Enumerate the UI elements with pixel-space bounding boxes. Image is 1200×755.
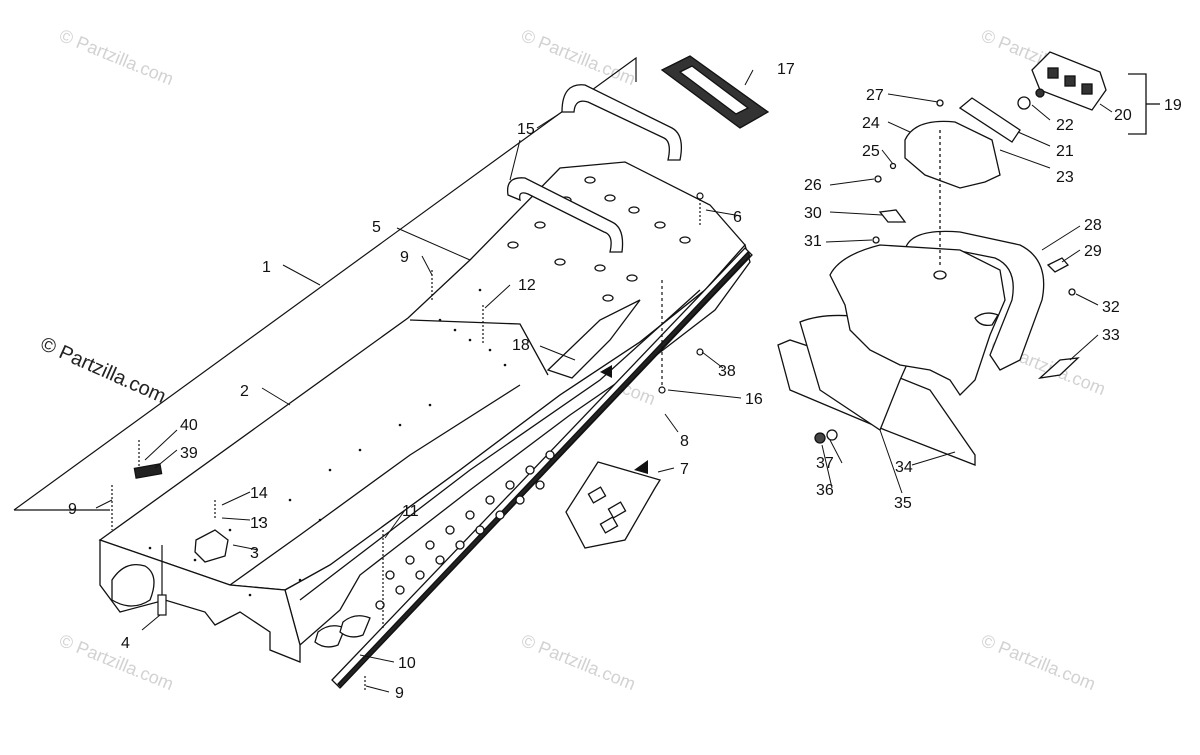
taillight-gasket bbox=[958, 97, 1021, 143]
tunnel-assembly bbox=[98, 161, 753, 689]
taillight-lamp bbox=[1064, 75, 1076, 87]
callout-26: 26 bbox=[804, 177, 822, 194]
callout-23: 23 bbox=[1056, 169, 1074, 186]
nut-37 bbox=[814, 432, 826, 444]
callout-9: 9 bbox=[68, 501, 77, 518]
callout-16: 16 bbox=[745, 391, 763, 408]
callout-39: 39 bbox=[180, 445, 198, 462]
callout-31: 31 bbox=[804, 233, 822, 250]
callout-13: 13 bbox=[250, 515, 268, 532]
callout-2: 2 bbox=[240, 383, 249, 400]
screw-27 bbox=[936, 99, 944, 107]
tunnel-slot bbox=[339, 615, 371, 638]
tunnel-slot bbox=[314, 625, 346, 648]
callout-9: 9 bbox=[400, 249, 409, 266]
assembly-boundary bbox=[13, 56, 637, 511]
rear-bumper-assembly bbox=[777, 51, 1160, 466]
callout-29: 29 bbox=[1084, 243, 1102, 260]
callout-8: 8 bbox=[680, 433, 689, 450]
callout-24: 24 bbox=[862, 115, 880, 132]
watermark: © Partzilla.com bbox=[57, 25, 177, 89]
foot-plate bbox=[565, 460, 662, 549]
callout-22: 22 bbox=[1056, 117, 1074, 134]
bulb-socket bbox=[1035, 88, 1045, 98]
mount-bracket bbox=[194, 529, 229, 563]
callout-12: 12 bbox=[518, 277, 536, 294]
callout-28: 28 bbox=[1084, 217, 1102, 234]
callout-17: 17 bbox=[777, 61, 795, 78]
taillight-lamp bbox=[1047, 67, 1059, 79]
nut-26 bbox=[874, 175, 882, 183]
callout-30: 30 bbox=[804, 205, 822, 222]
grab-handles bbox=[506, 84, 683, 253]
grab-handle-front bbox=[506, 177, 624, 253]
callout-36: 36 bbox=[816, 482, 834, 499]
callout-27: 27 bbox=[866, 87, 884, 104]
callout-40: 40 bbox=[180, 417, 198, 434]
deck-bolt-holes bbox=[507, 176, 691, 302]
tread-plate bbox=[660, 55, 770, 129]
deck-edge-line bbox=[229, 384, 521, 586]
callout-labels: 1 2 3 4 5 6 7 8 9 9 9 10 11 12 13 14 15 … bbox=[68, 61, 1182, 702]
fasteners bbox=[111, 192, 704, 690]
watermark: © Partzilla.com bbox=[57, 630, 177, 694]
leader-lines bbox=[95, 69, 754, 693]
tunnel-cutout bbox=[111, 563, 155, 607]
callout-6: 6 bbox=[733, 209, 742, 226]
callout-20: 20 bbox=[1114, 107, 1132, 124]
rivets bbox=[148, 288, 507, 597]
callout-10: 10 bbox=[398, 655, 416, 672]
callout-15: 15 bbox=[517, 121, 535, 138]
washer-36 bbox=[826, 429, 838, 441]
callout-37: 37 bbox=[816, 455, 834, 472]
tail-decal bbox=[878, 209, 907, 223]
rear-leader-lines bbox=[821, 93, 1113, 494]
callout-34: 34 bbox=[895, 459, 913, 476]
taillight-lamp bbox=[1081, 83, 1093, 95]
callout-33: 33 bbox=[1102, 327, 1120, 344]
taillight-bulb bbox=[1017, 96, 1031, 110]
callout-21: 21 bbox=[1056, 143, 1074, 160]
corner-plate bbox=[1037, 357, 1080, 379]
tail-housing bbox=[829, 244, 1006, 397]
callout-3: 3 bbox=[250, 545, 259, 562]
callout-35: 35 bbox=[894, 495, 912, 512]
callout-4: 4 bbox=[121, 635, 130, 652]
screw-32 bbox=[1068, 288, 1076, 296]
callout-18: 18 bbox=[512, 337, 530, 354]
tunnel-vent-holes bbox=[375, 450, 555, 610]
tunnel-side-wall bbox=[284, 243, 751, 647]
heat-exchanger-strip bbox=[337, 250, 751, 688]
deck-crease bbox=[299, 289, 701, 601]
callout-14: 14 bbox=[250, 485, 268, 502]
callout-32: 32 bbox=[1102, 299, 1120, 316]
callout-9: 9 bbox=[395, 685, 404, 702]
screw-31 bbox=[872, 236, 880, 244]
callout-11: 11 bbox=[402, 503, 419, 520]
callout-25: 25 bbox=[862, 143, 880, 160]
watermark: © Partzilla.com bbox=[519, 25, 639, 89]
washer-25 bbox=[889, 162, 897, 170]
callout-5: 5 bbox=[372, 219, 381, 236]
tail-reflector bbox=[974, 312, 999, 326]
callout-38: 38 bbox=[718, 363, 736, 380]
tail-cowl bbox=[904, 120, 1001, 189]
callout-1: 1 bbox=[262, 259, 271, 276]
watermark: © Partzilla.com bbox=[519, 630, 639, 694]
callout-7: 7 bbox=[680, 461, 689, 478]
deck-seam bbox=[409, 319, 549, 376]
callout-19: 19 bbox=[1164, 97, 1182, 114]
grab-handle-rear bbox=[561, 84, 683, 161]
group-bracket bbox=[1128, 73, 1147, 135]
decal-arrow bbox=[600, 365, 612, 378]
watermark: © Partzilla.com bbox=[979, 630, 1099, 694]
tail-mount-hole bbox=[933, 270, 947, 280]
